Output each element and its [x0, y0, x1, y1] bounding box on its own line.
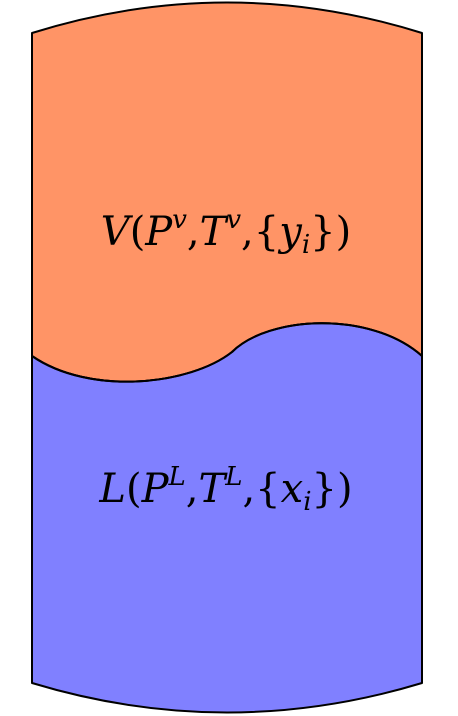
liquid-temperature-superscript: L	[224, 462, 242, 492]
vapor-close-brace: }	[310, 209, 335, 255]
liquid-phase-region	[31, 322, 423, 714]
liquid-pressure: P	[141, 466, 170, 512]
vapor-phase-label: V(Pv,Tv,{yi})	[101, 205, 351, 260]
vapor-pressure-superscript: v	[172, 205, 187, 235]
liquid-pressure-superscript: L	[168, 462, 186, 492]
liquid-comma-2: ,	[242, 466, 255, 512]
liquid-composition: x	[281, 466, 304, 512]
vapor-open-paren: (	[130, 209, 146, 255]
vapor-comma-2: ,	[241, 209, 254, 255]
vapor-temperature-superscript: v	[226, 205, 241, 235]
vapor-open-brace: {	[254, 209, 279, 255]
vapor-close-paren: )	[336, 209, 352, 255]
vapor-temperature: T	[200, 209, 230, 255]
vapor-symbol: V	[101, 209, 134, 255]
liquid-temperature: T	[199, 466, 229, 512]
vapor-pressure: P	[144, 209, 173, 255]
liquid-close-brace: }	[312, 466, 337, 512]
vapor-composition-subscript: i	[302, 230, 310, 260]
liquid-phase-label: L(PL,TL,{xi})	[98, 462, 352, 517]
liquid-comma-1: ,	[186, 466, 199, 512]
liquid-open-brace: {	[255, 466, 280, 512]
vapor-comma-1: ,	[187, 209, 200, 255]
liquid-composition-subscript: i	[303, 487, 311, 517]
vapor-composition: y	[277, 209, 303, 255]
liquid-symbol: L	[98, 466, 126, 512]
liquid-close-paren: )	[337, 466, 353, 512]
vapor-phase-region	[31, 1, 423, 383]
liquid-open-paren: (	[126, 466, 142, 512]
phase-interface-line	[31, 322, 423, 383]
